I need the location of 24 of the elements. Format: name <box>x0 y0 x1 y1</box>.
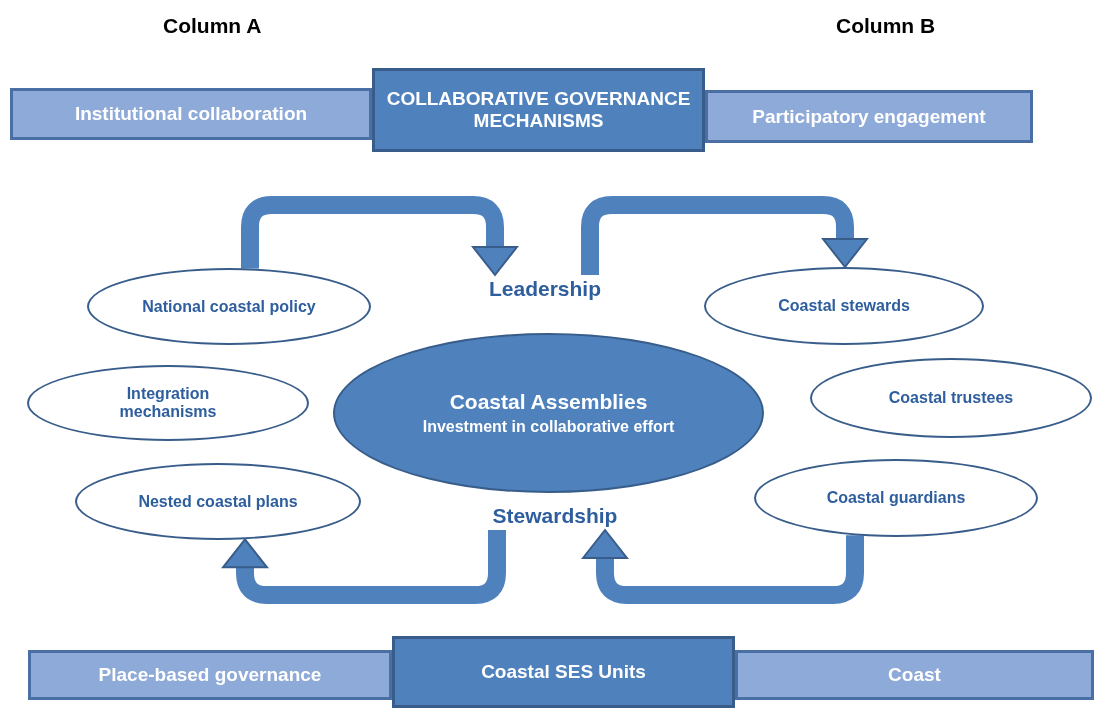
label-bar <box>10 88 372 140</box>
heading-box <box>392 636 735 708</box>
bar-label: Place-based governance <box>98 664 322 686</box>
column-heading: Column A <box>163 14 262 38</box>
bar-label: Coast <box>888 664 941 686</box>
column-heading: Column B <box>836 14 936 38</box>
bar-label: Institutional collaboration <box>74 103 308 125</box>
oval-label: Coastal guardians <box>826 489 966 507</box>
oval-label: Coastal stewards <box>778 297 910 315</box>
label-bar <box>28 650 392 700</box>
central-text: Coastal Assemblies <box>449 390 648 414</box>
bar-label: Participatory engagement <box>752 105 986 128</box>
heading-text: COLLABORATIVE GOVERNANCE MECHANISMS <box>385 88 692 132</box>
node-label-text: Leadership <box>488 277 601 301</box>
node-label-text: Stewardship <box>492 504 618 528</box>
heading-box <box>372 68 705 152</box>
oval-label: National coastal policy <box>142 297 316 316</box>
oval-label: Integration mechanisms <box>118 385 218 421</box>
subtitle-text: Investment in collaborative effort <box>422 418 675 436</box>
label-bar <box>735 650 1094 700</box>
oval-label: Nested coastal plans <box>138 492 298 511</box>
label-bar <box>705 90 1033 143</box>
oval-label: Coastal trustees <box>888 389 1014 407</box>
heading-text: Coastal SES Units <box>481 661 646 683</box>
